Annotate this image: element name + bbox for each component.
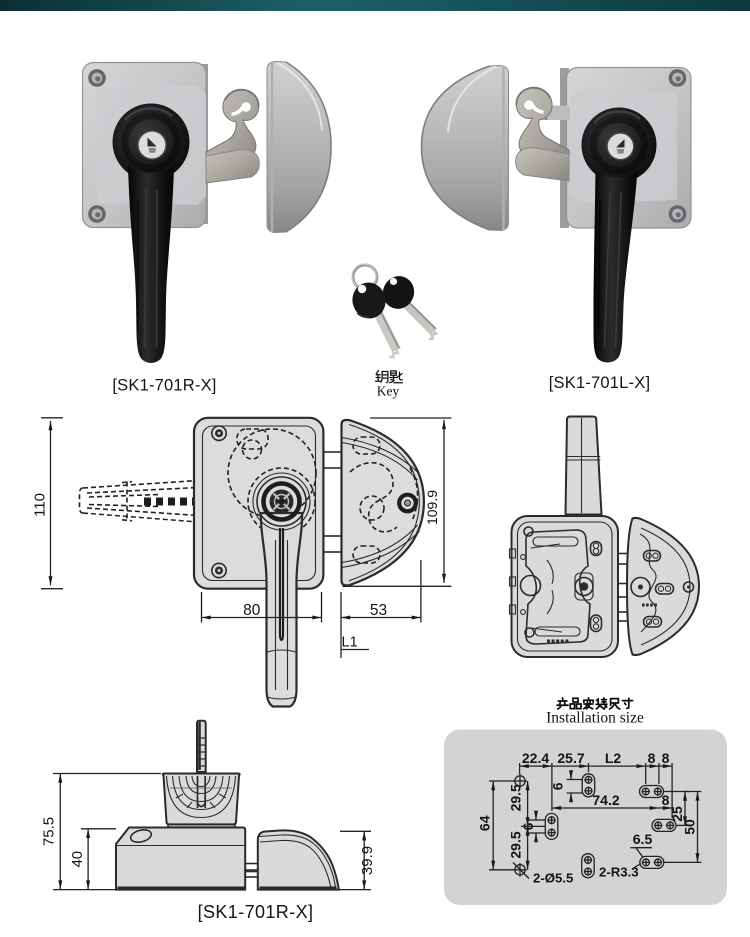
svg-text:109.9: 109.9 [424, 490, 440, 525]
svg-text:Key: Key [377, 384, 400, 399]
svg-text:[SK1-701R-X]: [SK1-701R-X] [112, 377, 216, 395]
svg-text:[SK1-701L-X]: [SK1-701L-X] [549, 374, 650, 392]
svg-text:6.5: 6.5 [633, 831, 653, 847]
svg-text:2-R3.3: 2-R3.3 [599, 865, 639, 880]
svg-text:53: 53 [370, 602, 387, 619]
svg-text:74.2: 74.2 [592, 792, 619, 808]
svg-text:Installation size: Installation size [546, 710, 644, 727]
svg-text:2-Ø5.5: 2-Ø5.5 [533, 871, 573, 886]
svg-text:39.9: 39.9 [359, 846, 376, 875]
svg-text:L1: L1 [342, 635, 358, 651]
svg-text:64: 64 [477, 815, 493, 831]
svg-text:29.5: 29.5 [508, 831, 524, 858]
svg-text:75.5: 75.5 [41, 817, 58, 846]
svg-text:40: 40 [69, 851, 86, 868]
svg-text:110: 110 [32, 493, 49, 517]
svg-text:L2: L2 [605, 750, 622, 766]
svg-text:50: 50 [682, 819, 698, 835]
svg-text:8: 8 [648, 750, 656, 766]
svg-text:29.5: 29.5 [508, 784, 524, 811]
svg-text:8: 8 [662, 750, 670, 766]
svg-text:22.4: 22.4 [522, 750, 549, 766]
svg-text:80: 80 [243, 602, 261, 619]
svg-text:25.7: 25.7 [557, 750, 584, 766]
svg-text:[SK1-701R-X]: [SK1-701R-X] [198, 902, 314, 922]
